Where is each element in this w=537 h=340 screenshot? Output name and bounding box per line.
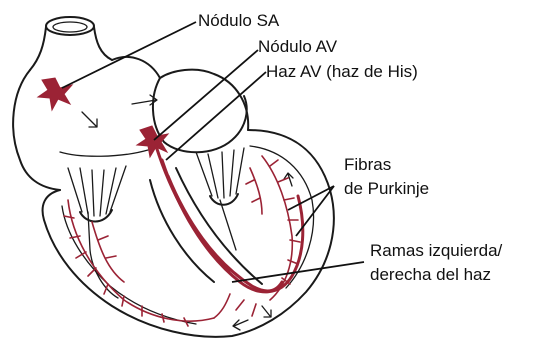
sa-node-marker bbox=[38, 78, 72, 110]
aorta-wall-right bbox=[94, 27, 112, 60]
arrow-apex-right bbox=[262, 306, 270, 316]
chordae-left bbox=[196, 148, 244, 250]
label-av-bundle: Haz AV (haz de His) bbox=[266, 62, 418, 81]
interatrial-curve bbox=[60, 150, 148, 156]
conduction-system bbox=[38, 78, 303, 326]
aorta-inner-rim bbox=[53, 22, 87, 32]
label-bundle-branches-line1: Ramas izquierda/ bbox=[370, 241, 503, 260]
purkinje-right bbox=[214, 156, 300, 318]
leader-sa-node bbox=[62, 22, 196, 88]
atrial-top-outline bbox=[112, 57, 248, 130]
right-bundle-branch bbox=[168, 176, 282, 291]
leader-lines bbox=[62, 22, 364, 282]
label-sa-node: Nódulo SA bbox=[198, 11, 280, 30]
label-purkinje-line1: Fibras bbox=[344, 155, 391, 174]
left-lower-wall bbox=[62, 206, 196, 324]
label-av-node: Nódulo AV bbox=[258, 37, 338, 56]
ventricle-inner-wall bbox=[250, 146, 314, 288]
aorta-wall-left bbox=[30, 27, 46, 70]
ventricle-outer-wall bbox=[43, 130, 334, 337]
left-atrium bbox=[153, 78, 247, 152]
arrow-atrium-down bbox=[82, 112, 96, 126]
his-bundle bbox=[156, 146, 230, 270]
leader-purkinje-upper bbox=[288, 186, 334, 210]
chordae-right bbox=[68, 166, 126, 298]
septum-wall-right bbox=[176, 168, 262, 284]
septum-wall-left bbox=[150, 180, 214, 282]
label-bundle-branches-line2: derecha del haz bbox=[370, 265, 491, 284]
label-purkinje-line2: de Purkinje bbox=[344, 179, 429, 198]
